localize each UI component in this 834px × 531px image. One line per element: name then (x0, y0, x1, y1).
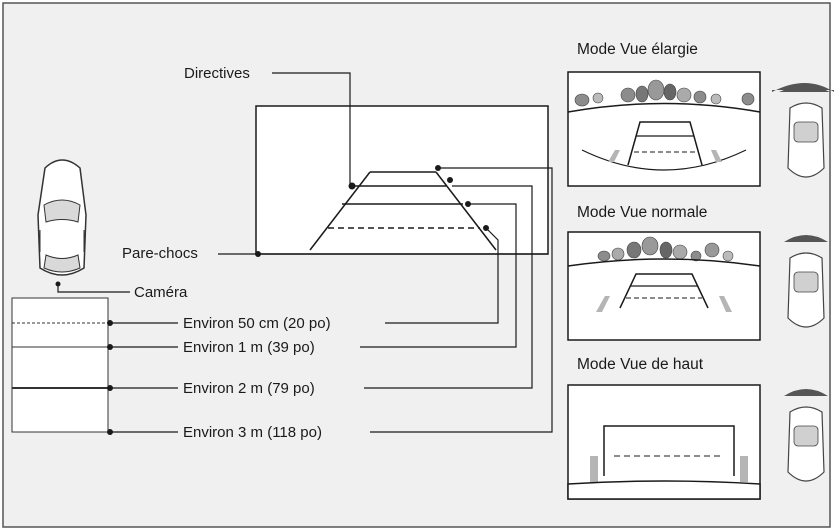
leader-camera (57, 284, 130, 293)
top-view-screen (567, 384, 761, 500)
label-guidelines: Directives (184, 65, 250, 82)
car-icon-wide (772, 83, 834, 178)
guideline-screen (255, 105, 549, 255)
car-icon-normal (784, 235, 828, 328)
distance-leaders (107, 165, 553, 435)
car-icon-top (784, 389, 828, 482)
mode-normal-title: Mode Vue normale (577, 204, 707, 221)
label-camera: Caméra (134, 284, 188, 301)
wide-view-screen (567, 71, 761, 187)
bumper-dot (255, 251, 261, 257)
label-dist-1m: Environ 1 m (39 po) (183, 339, 315, 356)
guide-lines (309, 171, 497, 251)
car-top-view-left (37, 159, 87, 276)
mode-top-title: Mode Vue de haut (577, 356, 704, 373)
leader-guidelines (272, 72, 351, 186)
mode-wide-title: Mode Vue élargie (577, 41, 698, 58)
label-dist-2m: Environ 2 m (79 po) (183, 380, 315, 397)
label-dist-3m: Environ 3 m (118 po) (183, 424, 322, 441)
distance-grid (11, 297, 109, 433)
label-dist-50cm: Environ 50 cm (20 po) (183, 315, 331, 332)
guidelines-dot (348, 182, 356, 190)
label-bumper: Pare-chocs (122, 245, 198, 262)
normal-view-screen (567, 231, 761, 341)
